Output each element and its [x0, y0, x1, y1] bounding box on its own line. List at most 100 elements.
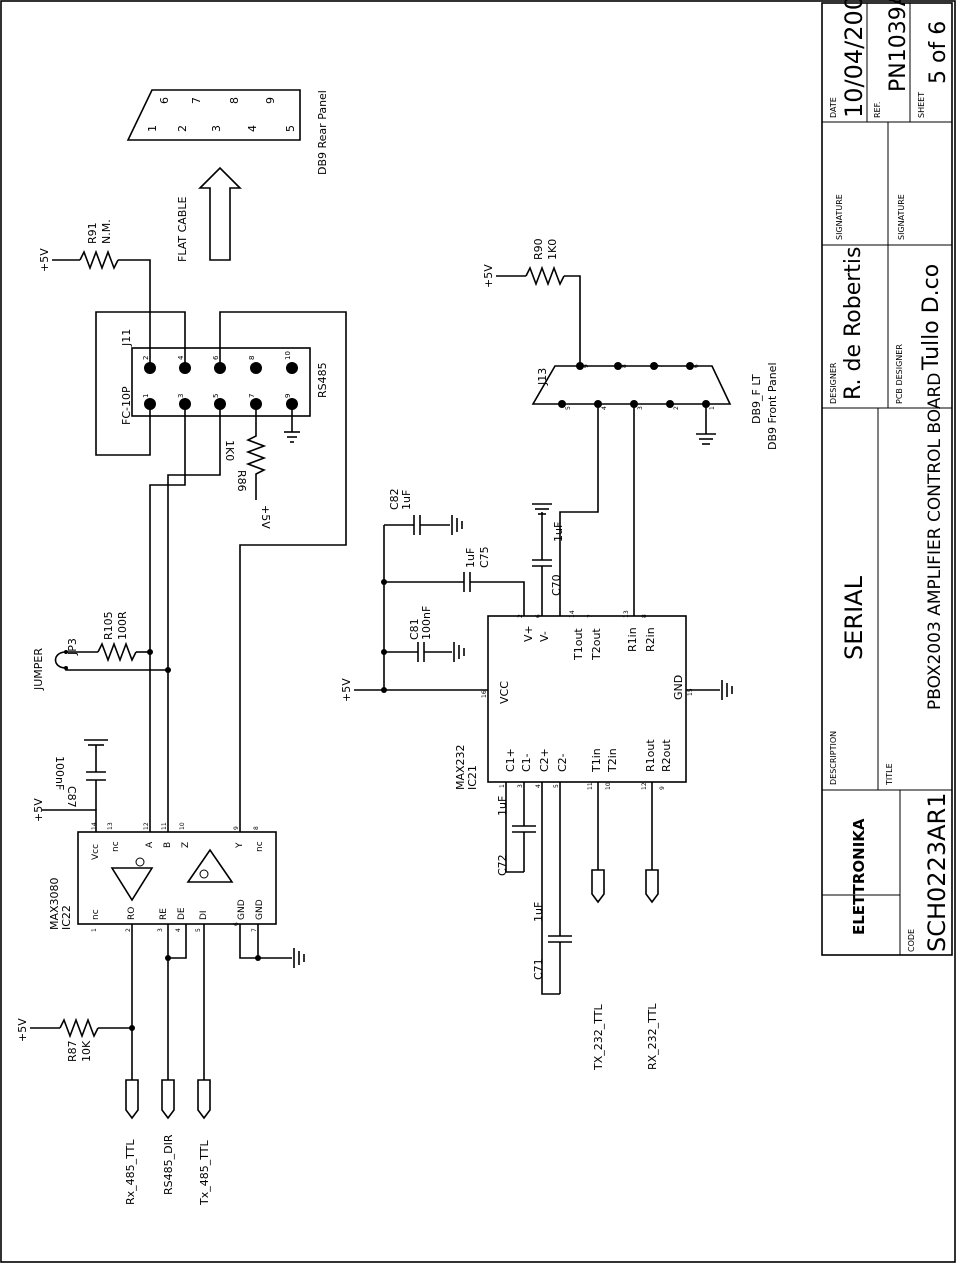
ic22-pin-nc-c: nc	[91, 909, 101, 920]
title-label: TITLE	[885, 763, 894, 786]
j11-pin-5: 5	[212, 394, 220, 398]
db9-rear-pin-5: 5	[284, 125, 297, 132]
ic22-pin-re: RE	[159, 908, 169, 920]
j13-wiring	[559, 404, 635, 616]
j13-ref: J13	[536, 368, 549, 386]
net-flags-485: Rx_485_TTL RS485_DIR Tx_485_TTL	[124, 1079, 211, 1206]
ic22-ref: IC22	[60, 905, 73, 930]
ic21-pinnum-2: 2	[517, 614, 524, 618]
description-value: SERIAL	[840, 575, 868, 660]
net-rx232: RX_232_TTL	[646, 1003, 659, 1070]
ic21-pinnum-3: 3	[517, 784, 524, 788]
ic21-pin-r1in: R1in	[626, 627, 639, 652]
ic21-pin-vplus: V+	[522, 625, 535, 642]
ic21-pinnum-6: 6	[535, 614, 542, 618]
sheet-value: 5 of 6	[926, 21, 951, 84]
ref-value: PN1039AR2	[886, 0, 911, 92]
ic21-pin-t1in: T1in	[590, 748, 603, 773]
c87-capacitor: C87 100nF +5V	[32, 739, 108, 832]
db9-rear-pin-9: 9	[264, 97, 277, 104]
ic21-pinnum-15: 15	[687, 688, 694, 696]
j13-pin-1: 1	[709, 406, 716, 410]
ic21-pin-r2in: R2in	[644, 627, 657, 652]
ic22-pin-a: A	[145, 841, 155, 848]
c87-ref: C87	[65, 786, 78, 808]
j13-pin-6: 6	[693, 364, 700, 368]
r87-resistor: +5V R87 10K	[16, 1017, 132, 1062]
c70-ref: C70	[550, 574, 563, 596]
r91-ref: R91	[86, 222, 99, 244]
ic21-ref: IC21	[466, 765, 479, 790]
ic22-part: MAX3080	[48, 877, 61, 930]
ic21-pin-gnd: GND	[672, 675, 685, 700]
db9-rear-pin-2: 2	[176, 125, 189, 132]
ic21-pinnum-8: 8	[641, 614, 648, 618]
c82-capacitor: C82 1uF	[383, 488, 463, 690]
ic21-pin-c2m: C2-	[556, 753, 569, 772]
j11-pin-3: 3	[177, 394, 185, 398]
j11-pin-6: 6	[212, 355, 220, 360]
r86-resistor: R86 1K0 +5V	[223, 430, 272, 529]
ic21-pinnum-1: 1	[499, 784, 506, 788]
ic22-pinnum-3: 3	[157, 928, 164, 932]
c75-ref: C75	[478, 546, 491, 568]
ic22-pin-gnd1: GND	[237, 899, 247, 920]
c72-capacitor: 1uF C72	[496, 782, 536, 876]
net-rs485dir: RS485_DIR	[162, 1134, 175, 1195]
ic21-pin-t2in: T2in	[606, 748, 619, 773]
pcb-designer-label: PCB DESIGNER	[895, 344, 904, 404]
signature-label-1: SIGNATURE	[835, 194, 844, 240]
j11-pin-9: 9	[284, 394, 292, 398]
j13-connector: J13 DB9_F LT DB9 Front Panel 9 8 7 6 5 4…	[531, 362, 779, 450]
c72-value: 1uF	[496, 796, 509, 816]
ic22-pin-b: B	[163, 842, 173, 848]
ic21-pinnum-5: 5	[553, 784, 560, 788]
ic21-pinnum-16: 16	[481, 690, 488, 698]
c75-capacitor: 1uF C75	[381, 546, 525, 616]
r105-ref: R105	[102, 611, 115, 640]
c75-value: 1uF	[464, 548, 477, 568]
r86-value: 1K0	[223, 440, 236, 461]
c70-capacitor: 1uF C70	[532, 503, 565, 616]
ic21-pinnum-11: 11	[587, 782, 594, 790]
ic22-pinnum-12: 12	[143, 822, 150, 830]
j11-label: RS485	[316, 362, 329, 398]
company-logo: ELETTRONIKA	[850, 818, 868, 935]
db9-rear-pin-6: 6	[158, 97, 171, 104]
r91-value: N.M.	[100, 219, 113, 244]
ic22-pinnum-14: 14	[91, 822, 98, 830]
r86-ref: R86	[235, 470, 248, 492]
c81-capacitor: C81 100nF	[381, 606, 465, 662]
r86-power-label: +5V	[259, 505, 272, 529]
jp3-ref: JP3	[66, 638, 79, 656]
ic22-pinnum-8: 8	[253, 826, 260, 830]
ic22-pinnum-6: 6	[233, 922, 240, 926]
title-block-frame	[821, 2, 953, 956]
sheet-label: SHEET	[917, 92, 926, 118]
j11-pin-2: 2	[142, 356, 150, 360]
ic22-pinnum-7: 7	[251, 928, 258, 932]
c71-ref: C71	[532, 958, 545, 980]
ic22-pinnum-9: 9	[233, 826, 240, 830]
c82-value: 1uF	[400, 490, 413, 510]
j13-pin-9: 9	[583, 364, 590, 368]
j11-ref: J11	[120, 329, 133, 347]
ic21-pinnum-13: 13	[623, 610, 630, 618]
jp3-jumper: JUMPER JP3 R105 100R	[32, 611, 171, 691]
ic22-power-label: +5V	[32, 798, 45, 822]
ic21-pinnum-12: 12	[641, 782, 648, 790]
r90-power-label: +5V	[482, 264, 495, 288]
j11-pins	[144, 362, 298, 410]
date-label: DATE	[829, 97, 838, 118]
ic21-vcc-feed: +5V	[340, 678, 733, 702]
ic22-pin-di: DI	[199, 910, 209, 920]
r90-value: 1K0	[546, 239, 559, 260]
ic21-pinnum-7: 7	[587, 614, 594, 618]
ic21-pin-c1p: C1+	[504, 748, 517, 772]
c81-value: 100nF	[420, 606, 433, 640]
net-rx485: Rx_485_TTL	[124, 1139, 137, 1205]
r90-resistor: +5V R90 1K0	[482, 238, 581, 366]
c87-value: 100nF	[53, 756, 66, 790]
ic21-pin-r2out: R2out	[660, 739, 673, 772]
